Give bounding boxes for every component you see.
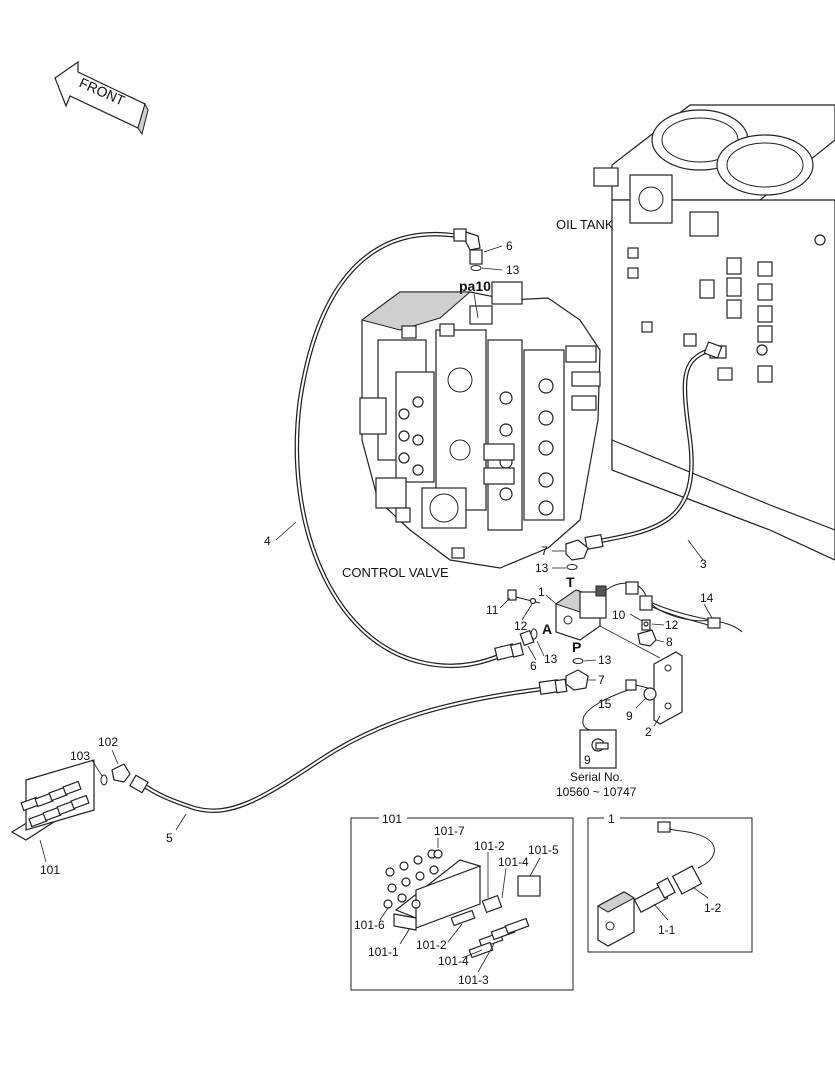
callout-103: 103 — [70, 749, 90, 763]
callout-2: 2 — [645, 725, 652, 739]
callout-13-b: 13 — [598, 653, 612, 667]
oil-tank: OIL TANK — [556, 104, 835, 561]
callout-15: 15 — [598, 697, 612, 711]
callout-9-a: 9 — [626, 709, 633, 723]
callout-1: 1 — [538, 585, 545, 599]
callout-12-b: 12 — [665, 618, 679, 632]
manifold-101: 101 102 103 — [10, 735, 131, 877]
callout-12-a: 12 — [514, 619, 528, 633]
control-valve-label: CONTROL VALVE — [342, 565, 449, 580]
control-valve: CONTROL VALVE pa10 — [342, 278, 601, 580]
callout-7-top: 7 — [541, 544, 548, 558]
label-101-5: 101-5 — [528, 843, 559, 857]
label-101-4-a: 101-4 — [498, 855, 529, 869]
fitting-6-top: 6 13 — [469, 239, 520, 277]
callout-3: 3 — [700, 557, 707, 571]
fitting-6-mid: 6 13 — [519, 628, 558, 673]
callout-6-top: 6 — [506, 239, 513, 253]
callout-8: 8 — [666, 635, 673, 649]
front-direction-arrow: FRONT — [54, 60, 149, 136]
detail-box-1: 1 1-1 1-2 — [587, 812, 753, 953]
label-101-2-b: 101-2 — [416, 938, 447, 952]
label-101-3: 101-3 — [458, 973, 489, 987]
callout-14: 14 — [700, 591, 714, 605]
detail-101-title: 101 — [382, 812, 402, 826]
elbow-7-top: 7 13 T — [535, 539, 589, 590]
bolt-11: 11 12 — [486, 589, 541, 633]
serial-detail: 9 Serial No. 10560 ~ 10747 — [556, 729, 637, 799]
hose-4: 4 — [264, 228, 525, 669]
label-101-4-b: 101-4 — [438, 954, 469, 968]
detail-box-101: 101 101-7 101-2 101-5 101-4 — [350, 812, 574, 991]
wire-harness-14: 14 10 12 8 — [612, 591, 743, 649]
label-101-1: 101-1 — [368, 945, 399, 959]
serial-range: 10560 ~ 10747 — [556, 785, 637, 799]
callout-13-mid: 13 — [535, 561, 549, 575]
port-a-label: A — [542, 621, 552, 637]
hose-5: 5 — [129, 678, 568, 845]
detail-1-title: 1 — [608, 812, 615, 826]
bracket-2: 2 9 15 — [582, 625, 683, 739]
callout-13-a: 13 — [544, 652, 558, 666]
label-101-7: 101-7 — [434, 824, 465, 838]
callout-13-top: 13 — [506, 263, 520, 277]
port-pa10-label: pa10 — [459, 278, 491, 294]
callout-4: 4 — [264, 534, 271, 548]
callout-102: 102 — [98, 735, 118, 749]
callout-6-mid: 6 — [530, 659, 537, 673]
callout-10: 10 — [612, 608, 626, 622]
label-1-2: 1-2 — [704, 901, 722, 915]
oil-tank-label: OIL TANK — [556, 217, 614, 232]
label-1-1: 1-1 — [658, 923, 676, 937]
hose-3: 3 — [584, 341, 723, 571]
callout-11: 11 — [486, 603, 499, 617]
port-p-label: P — [572, 639, 581, 655]
label-101-2-a: 101-2 — [474, 839, 505, 853]
serial-label: Serial No. — [570, 770, 623, 784]
callout-9-b: 9 — [584, 753, 591, 767]
callout-101: 101 — [40, 863, 60, 877]
solenoid-valve-1: 1 A P — [538, 581, 713, 655]
callout-5: 5 — [166, 831, 173, 845]
label-101-6: 101-6 — [354, 918, 385, 932]
elbow-7-bottom: 13 7 — [565, 653, 612, 691]
port-t-label: T — [566, 574, 575, 590]
callout-7-bot: 7 — [598, 673, 605, 687]
